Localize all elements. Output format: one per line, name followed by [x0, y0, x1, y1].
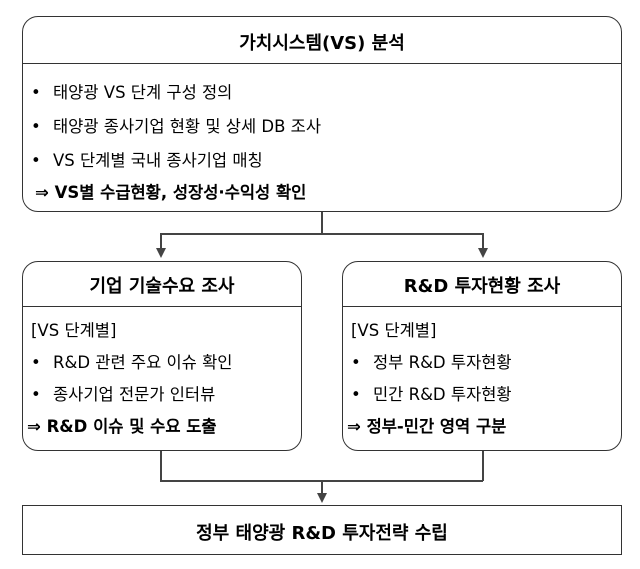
connector-top-horizontal: [160, 233, 483, 235]
rnd-investment-divider: [343, 306, 621, 307]
bullet-dot: •: [31, 385, 41, 404]
arrow-to-right-box: [478, 248, 488, 258]
vs-analysis-bullet-3: •VS 단계별 국내 종사기업 매칭: [31, 151, 263, 170]
vs-analysis-conclusion: ⇒ VS별 수급현황, 성장성·수익성 확인: [35, 183, 307, 202]
bullet-dot: •: [351, 385, 361, 404]
tech-demand-divider: [23, 306, 301, 307]
arrow-to-left-box: [156, 248, 166, 258]
bullet-dot: •: [31, 151, 41, 170]
connector-top-vertical: [321, 212, 323, 234]
bullet-dot: •: [31, 83, 41, 102]
rnd-investment-conclusion: ⇒ 정부-민간 영역 구분: [347, 417, 507, 436]
tech-demand-bullet-2: •종사기업 전문가 인터뷰: [31, 385, 216, 404]
tech-demand-box: 기업 기술수요 조사 [VS 단계별] •R&D 관련 주요 이슈 확인 •종사…: [22, 261, 302, 451]
connector-left-drop: [160, 233, 162, 248]
strategy-box: 정부 태양광 R&D 투자전략 수립: [22, 505, 622, 555]
tech-demand-title: 기업 기술수요 조사: [89, 276, 235, 297]
rnd-investment-bullet-2: •민간 R&D 투자현황: [351, 385, 512, 404]
connector-right-up: [482, 451, 484, 481]
vs-analysis-box: 가치시스템(VS) 분석 •태양광 VS 단계 구성 정의 •태양광 종사기업 …: [22, 16, 622, 212]
vs-analysis-title: 가치시스템(VS) 분석: [239, 33, 405, 54]
vs-analysis-divider: [23, 63, 621, 64]
tech-demand-conclusion: ⇒ R&D 이슈 및 수요 도출: [27, 417, 217, 436]
connector-bottom-vertical: [321, 480, 323, 494]
tech-demand-scope: [VS 단계별]: [31, 321, 117, 340]
tech-demand-bullet-1: •R&D 관련 주요 이슈 확인: [31, 353, 233, 372]
rnd-investment-bullet-1: •정부 R&D 투자현황: [351, 353, 512, 372]
rnd-investment-title: R&D 투자현황 조사: [403, 276, 561, 297]
connector-left-up: [160, 451, 162, 481]
rnd-investment-scope: [VS 단계별]: [351, 321, 437, 340]
rnd-investment-box: R&D 투자현황 조사 [VS 단계별] •정부 R&D 투자현황 •민간 R&…: [342, 261, 622, 451]
bullet-dot: •: [31, 353, 41, 372]
connector-right-drop: [482, 233, 484, 248]
bullet-dot: •: [31, 117, 41, 136]
bullet-dot: •: [351, 353, 361, 372]
arrow-to-bottom-box: [317, 493, 327, 503]
vs-analysis-bullet-1: •태양광 VS 단계 구성 정의: [31, 83, 233, 102]
vs-analysis-bullet-2: •태양광 종사기업 현황 및 상세 DB 조사: [31, 117, 322, 136]
strategy-title: 정부 태양광 R&D 투자전략 수립: [196, 523, 448, 544]
